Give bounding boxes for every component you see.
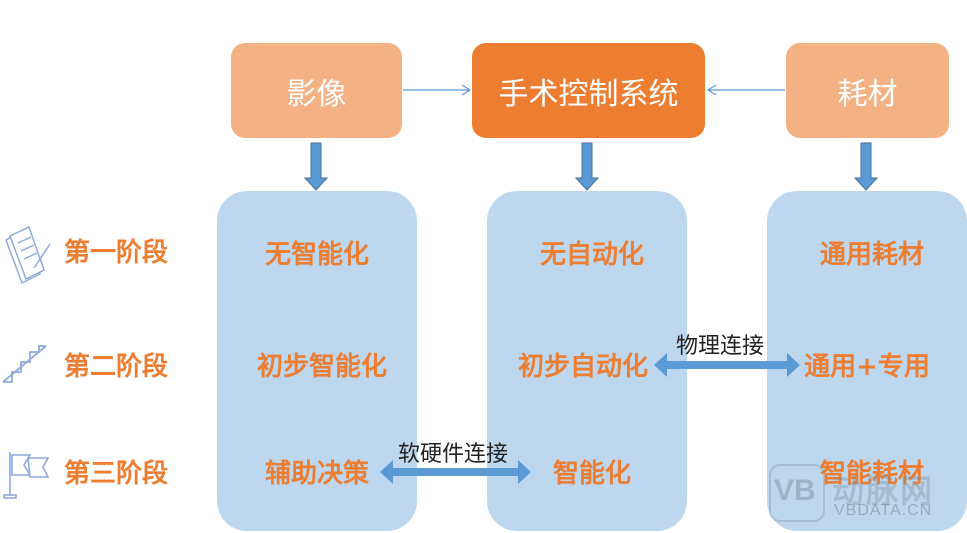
notes-icon xyxy=(5,225,51,285)
imaging-box-label: 影像 xyxy=(286,76,347,112)
consumables-stage-1: 通用耗材 xyxy=(819,240,924,270)
software-hardware-link-label: 软硬件连接 xyxy=(398,442,509,467)
system-stage-2: 初步自动化 xyxy=(517,352,648,382)
flag-icon xyxy=(3,452,50,499)
stage-1-label: 第一阶段 xyxy=(64,238,169,268)
watermark-logo xyxy=(769,464,825,522)
consumables-to-system-arrow xyxy=(706,84,785,96)
system-down-arrow xyxy=(574,142,600,191)
imaging-to-system-arrow xyxy=(403,84,472,96)
consumables-stage-2: 通用+专用 xyxy=(804,352,930,382)
consumables-down-arrow xyxy=(853,142,879,191)
imaging-box: 影像 xyxy=(231,43,402,138)
consumables-box: 耗材 xyxy=(786,43,949,138)
imaging-stage-3: 辅助决策 xyxy=(264,459,369,489)
system-stage-3: 智能化 xyxy=(552,459,631,489)
software-hardware-link-arrow xyxy=(380,460,531,484)
physical-link-arrow xyxy=(654,353,800,377)
watermark-url: VBDATA.CN xyxy=(834,502,933,519)
imaging-down-arrow xyxy=(303,142,329,191)
surgical-control-system-box: 手术控制系统 xyxy=(472,43,705,138)
stage-2-label: 第二阶段 xyxy=(64,352,169,382)
consumables-column xyxy=(767,191,967,531)
watermark-logo-text: VB xyxy=(774,474,816,507)
imaging-stage-2: 初步智能化 xyxy=(256,352,387,382)
watermark-cn: 动脉网 xyxy=(832,472,935,510)
imaging-stage-1: 无智能化 xyxy=(264,240,369,270)
physical-link-label: 物理连接 xyxy=(676,334,765,359)
consumables-box-label: 耗材 xyxy=(837,76,898,112)
system-stage-1: 无自动化 xyxy=(539,240,644,270)
consumables-stage-3: 智能耗材 xyxy=(819,459,924,489)
stage-3-label: 第三阶段 xyxy=(64,459,169,489)
stairs-icon xyxy=(2,345,47,383)
surgical-control-system-label: 手术控制系统 xyxy=(498,76,679,112)
